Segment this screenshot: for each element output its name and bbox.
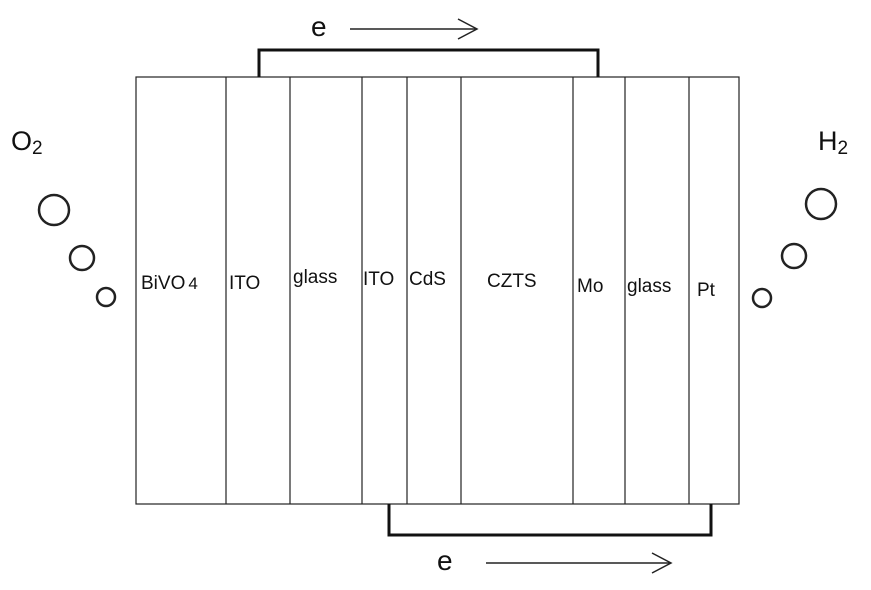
layer-label-mo: Mo xyxy=(577,276,603,297)
layer-label-cds: CdS xyxy=(409,269,446,290)
bottom-wire xyxy=(387,504,713,537)
layer-label-glass-1: glass xyxy=(293,267,337,288)
layer-label-czts: CZTS xyxy=(487,271,537,292)
oxygen-bubble-icon xyxy=(37,193,71,227)
hydrogen-bubble-icon xyxy=(804,187,838,221)
top-wire xyxy=(257,48,600,77)
hydrogen-bubble-icon xyxy=(780,242,808,270)
arrow-right-icon xyxy=(486,552,673,574)
layer-label-ito-1: ITO xyxy=(229,273,260,294)
electron-label-top: e xyxy=(311,11,327,42)
layer-label-ito-2: ITO xyxy=(363,269,394,290)
layer-label-glass-2: glass xyxy=(627,276,671,297)
layer-label-pt: Pt xyxy=(697,280,716,301)
oxygen-bubble-icon xyxy=(95,286,117,308)
electron-label-bottom: e xyxy=(437,545,453,576)
arrow-right-icon xyxy=(350,18,479,40)
device-frame xyxy=(135,76,740,505)
oxygen-bubble-icon xyxy=(68,244,96,272)
gas-label-o2: O2 xyxy=(11,126,43,159)
hydrogen-bubble-icon xyxy=(751,287,773,309)
gas-label-h2: H2 xyxy=(818,126,848,159)
